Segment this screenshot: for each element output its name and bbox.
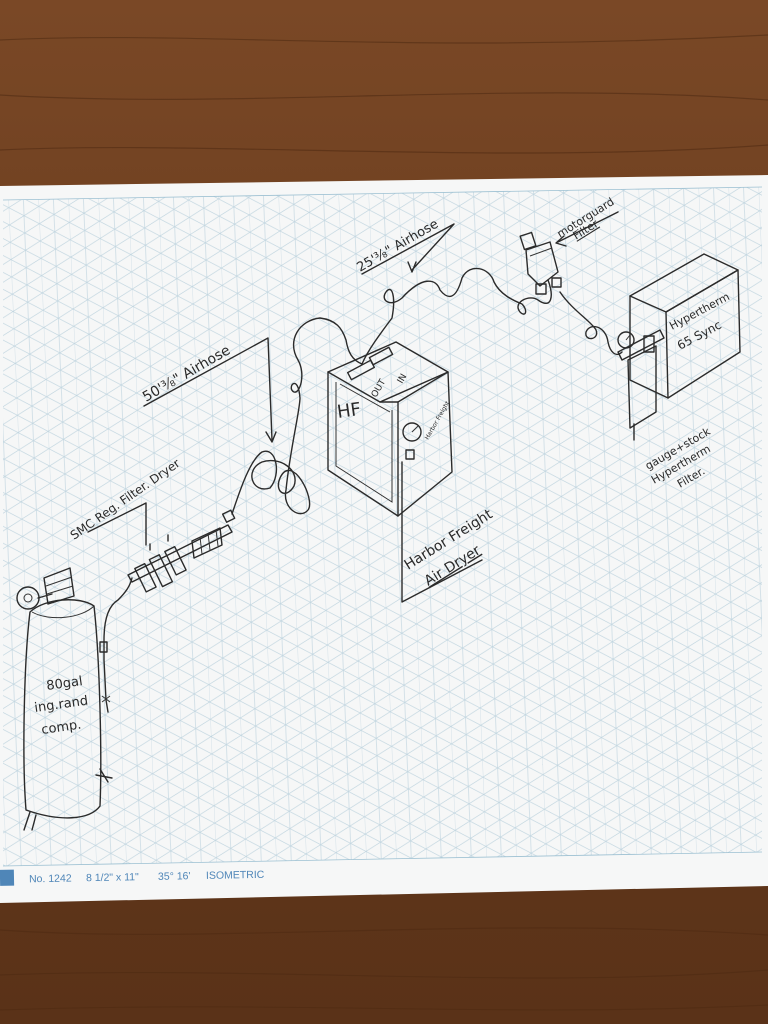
hose-50ft — [231, 317, 363, 515]
stock-filter-gauge — [617, 329, 665, 441]
dryer-port-in: IN — [396, 372, 409, 385]
hose-25ft — [361, 267, 552, 365]
grid-border-top — [2, 186, 763, 201]
wood-grain — [0, 34, 768, 1011]
paper-angle: 35° 16' — [158, 870, 191, 883]
hose-50-leader — [143, 337, 273, 441]
compressor-label-1: 80gal — [45, 674, 83, 694]
paper-number: No. 1242 — [29, 873, 72, 886]
compressor-pipe — [103, 577, 133, 713]
paper-type: ISOMETRIC — [206, 869, 265, 882]
filter-regulator-dryer — [127, 509, 236, 593]
paper-footer: No. 1242 8 1/2" x 11" 35° 16' ISOMETRIC — [0, 869, 265, 886]
compressor-label-2: ing.rand — [33, 694, 89, 716]
paper-size: 8 1/2" x 11" — [86, 871, 139, 884]
grid-border-bottom — [2, 851, 763, 867]
plasma-feed-hose — [559, 291, 623, 356]
motorguard-arrow — [557, 211, 619, 243]
dryer-badge: HF — [336, 399, 363, 423]
dryer-leader — [401, 461, 483, 603]
compressor: 80gal ing.rand comp. — [16, 567, 113, 831]
motorguard-filter — [519, 231, 562, 295]
isometric-grid — [3, 187, 762, 866]
brand-logo — [0, 869, 15, 886]
smc-leader-line — [87, 502, 147, 546]
hose-25-leader — [361, 223, 455, 275]
compressor-label-3: comp. — [40, 718, 82, 738]
